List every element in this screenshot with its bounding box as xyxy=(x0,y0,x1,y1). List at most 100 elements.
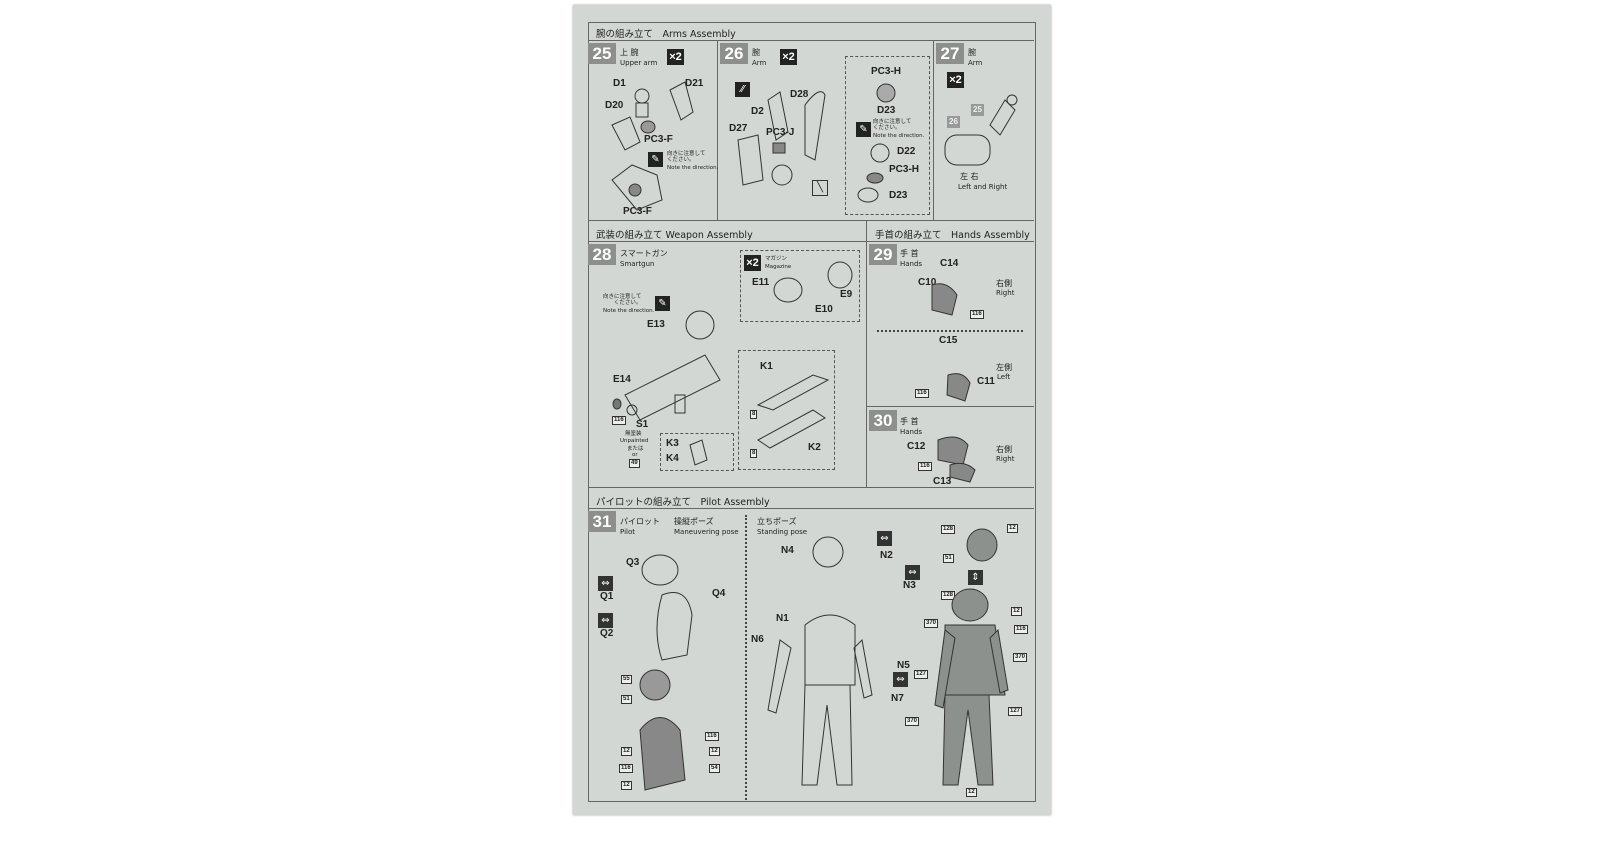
paint-code: 116 xyxy=(918,462,932,471)
part-label: C10 xyxy=(918,277,937,288)
divider xyxy=(866,220,867,487)
page-frame xyxy=(588,22,1036,802)
paint-code: 8 xyxy=(750,410,758,419)
pose1-jp: 操縦ポーズ xyxy=(674,517,714,526)
step-29-number: 29 xyxy=(869,244,897,265)
symmetry-icon: ⇕ xyxy=(968,570,983,585)
part-label: K1 xyxy=(760,361,773,372)
paint-code: 12 xyxy=(966,788,977,797)
quantity-badge: ×2 xyxy=(947,72,964,88)
paint-code: 128 xyxy=(941,591,956,600)
part-label: S1 xyxy=(636,419,649,430)
part-label: N6 xyxy=(751,634,764,645)
arm-assembled-drawing xyxy=(944,94,1018,166)
step-28-title-jp: スマートガン xyxy=(620,249,668,258)
part-label: D21 xyxy=(685,78,704,89)
part-label: D22 xyxy=(897,146,916,157)
paint-code: 127 xyxy=(1008,707,1023,716)
unpainted-en: Unpainted xyxy=(620,438,649,444)
paint-code: 8 xyxy=(750,449,758,458)
step-30-title-en: Hands xyxy=(900,428,923,436)
cement-icon: ⁄⁄ xyxy=(735,82,750,97)
step-30-number: 30 xyxy=(869,410,897,431)
left-jp: 左側 xyxy=(996,363,1012,372)
symmetry-icon: ⇔ xyxy=(598,576,613,591)
symmetry-icon: ⇔ xyxy=(877,531,892,546)
step-26-title-jp: 腕 xyxy=(752,48,760,57)
step-29-title-en: Hands xyxy=(900,260,923,268)
note-jp: 向きに注意して ください。 xyxy=(873,119,912,132)
part-label: C12 xyxy=(907,441,926,452)
part-label: C11 xyxy=(977,376,995,387)
side-en: Left and Right xyxy=(958,183,1008,191)
glue-note-icon: ✎ xyxy=(648,152,663,167)
paint-code: 370 xyxy=(905,717,920,726)
paint-code: 128 xyxy=(941,525,956,534)
part-label: C15 xyxy=(939,335,958,346)
step-26-title-en: Arm xyxy=(752,59,767,67)
step-28-title-en: Smartgun xyxy=(620,260,655,268)
magazine-jp: マガジン xyxy=(765,256,788,262)
note-en: Note the direction. xyxy=(873,133,925,139)
part-label: N1 xyxy=(776,613,789,624)
paint-code: 116 xyxy=(705,732,719,741)
part-label: N3 xyxy=(903,580,916,591)
part-label: D20 xyxy=(605,100,624,111)
detail-box xyxy=(845,56,930,215)
step-ref-25: 25 xyxy=(971,104,984,116)
paint-code: 54 xyxy=(709,764,720,773)
part-label: PC3-F xyxy=(623,206,652,217)
part-label: Q1 xyxy=(600,591,614,602)
paint-code: 116 xyxy=(612,416,626,425)
part-label: E11 xyxy=(752,277,770,288)
part-label: K4 xyxy=(666,453,679,464)
paint-code: 12 xyxy=(621,747,632,756)
part-label: PC3-J xyxy=(766,127,795,138)
unpainted-jp: 無塗装 xyxy=(625,431,642,437)
paint-code: 49 xyxy=(629,459,640,468)
or-jp: または xyxy=(627,446,644,452)
part-label: PC3-F xyxy=(644,134,673,145)
part-label: N7 xyxy=(891,693,904,704)
pose2-en: Standing pose xyxy=(757,528,808,536)
part-label: N4 xyxy=(781,545,794,556)
part-label: E9 xyxy=(840,289,853,300)
divider xyxy=(588,508,1034,509)
divider xyxy=(588,241,1034,242)
step-27-title-en: Arm xyxy=(968,59,983,67)
paint-code: 370 xyxy=(924,619,939,628)
part-label: PC3-H xyxy=(889,164,920,175)
part-label: D23 xyxy=(877,105,896,116)
pose1-en: Maneuvering pose xyxy=(674,528,739,536)
part-label: E14 xyxy=(613,374,631,385)
part-label: D23 xyxy=(889,190,908,201)
divider xyxy=(717,40,718,220)
paint-code: 370 xyxy=(1013,653,1028,662)
divider xyxy=(745,515,747,800)
part-label: Q2 xyxy=(600,628,614,639)
step-25-title-jp: 上 腕 xyxy=(620,48,639,57)
quantity-badge: ×2 xyxy=(667,49,684,65)
smartgun-drawing xyxy=(612,261,853,466)
part-label: C14 xyxy=(940,258,959,269)
paint-code: 12 xyxy=(1007,524,1018,533)
part-label: D1 xyxy=(613,78,626,89)
part-label: D2 xyxy=(751,106,764,117)
divider xyxy=(588,487,1034,488)
upper-arm-drawing xyxy=(611,81,694,211)
divider xyxy=(866,406,1034,407)
part-label: PC3-H xyxy=(871,66,902,77)
magazine-box xyxy=(740,250,860,322)
pose2-jp: 立ちポーズ xyxy=(757,517,797,526)
arms-header: 腕の組み立て Arms Assembly xyxy=(596,29,736,40)
glue-note-icon: ✎ xyxy=(655,296,670,311)
right-en: Right xyxy=(996,455,1015,463)
step-25-title-en: Upper arm xyxy=(620,59,658,67)
part-label: Q3 xyxy=(626,557,640,568)
note-jp: 向きに注意して ください。 xyxy=(667,151,706,164)
step-27-title-jp: 腕 xyxy=(968,48,976,57)
paint-code: 12 xyxy=(621,781,632,790)
paint-code: 116 xyxy=(619,764,633,773)
painted-pilot-drawing xyxy=(934,528,1009,786)
